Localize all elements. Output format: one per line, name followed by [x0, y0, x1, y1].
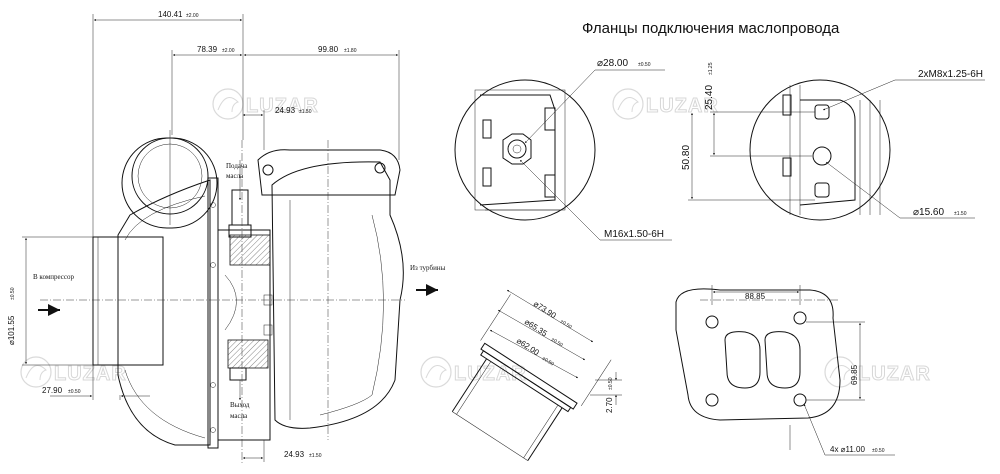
watermark-bottom-mid: LUZAR: [420, 356, 527, 388]
dim-vband-d1: ⌀73.90: [532, 299, 558, 320]
dim-oil-outlet-height-a: 25.40: [704, 85, 715, 110]
dim-oil-outlet-height-b: 50.80: [681, 145, 692, 170]
callout-stud-thread: 2xM8x1.25-6H: [918, 69, 983, 80]
dim-oil-outlet-offset-tol: ±1.50: [309, 453, 322, 459]
dim-turbine-flange-height: 69.85: [850, 364, 859, 385]
dim-vband-lip: 2.70: [605, 397, 614, 413]
detail-turbine-flange: 88.85 69.85 4x ⌀11.00 ±0.50: [675, 285, 895, 456]
oil-outlet-fitting: [229, 367, 247, 381]
watermark-text: LUZAR: [858, 363, 931, 385]
dim-center-to-turbine-tol: ±1.80: [344, 48, 357, 54]
drawing-title: Фланцы подключения маслопровода: [582, 20, 840, 37]
watermark-text: LUZAR: [454, 363, 527, 385]
dim-oil-outlet-offset: 24.93: [284, 450, 305, 459]
dim-oil-inlet-diameter-tol: ±0.50: [638, 62, 651, 68]
compressor-inlet-pipe: [92, 236, 164, 366]
dim-turbine-flange-holes-tol: ±0.50: [872, 448, 885, 454]
hex-nut-icon: [502, 133, 532, 165]
dim-oil-outlet-diameter-tol: ±1.50: [954, 211, 967, 217]
dim-inlet-length-tol: ±0.50: [68, 389, 81, 395]
dim-turbine-flange-width: 88.85: [745, 292, 766, 301]
watermark-bottom-right: LUZAR: [824, 356, 931, 388]
brand-logo-icon: [612, 88, 644, 120]
label-oil-out-line1: Выход: [230, 401, 250, 409]
brand-logo-icon: [420, 356, 452, 388]
dim-oil-outlet-height-a-tol: ±1.25: [708, 62, 714, 75]
dim-oil-inlet-offset: 24.93: [275, 106, 296, 115]
label-from-turbine: Из турбины: [410, 264, 446, 272]
dim-vband-d3: ⌀62.00: [515, 336, 541, 357]
dim-vband-d3-tol: ±0.50: [541, 356, 555, 368]
turbine-flange-outline: [675, 288, 841, 421]
watermark-bottom-left: LUZAR: [20, 356, 127, 388]
dim-oil-inlet-diameter: ⌀28.00: [597, 58, 628, 69]
dim-vband-lip-tol: ±0.50: [608, 377, 614, 390]
detail-oil-inlet: ⌀28.00 ±0.50 M16x1.50-6H: [454, 58, 672, 241]
brand-logo-icon: [212, 88, 244, 120]
dim-vband-d1-tol: ±0.50: [559, 319, 573, 331]
dim-compressor-to-center-tol: ±2.00: [222, 48, 235, 54]
dim-oil-outlet-diameter: ⌀15.60: [913, 207, 944, 218]
turbine-housing: [271, 161, 404, 429]
dim-vband-d2: ⌀65.35: [523, 317, 549, 338]
flow-labels: Подача масла Выход масла В компрессор Из…: [33, 162, 446, 420]
callout-oil-inlet-thread: M16x1.50-6H: [604, 229, 664, 240]
dim-vband-d2-tol: ±0.50: [550, 337, 564, 349]
watermark-text: LUZAR: [646, 95, 719, 117]
label-to-compressor: В компрессор: [33, 273, 75, 281]
turbocharger-side-view: [40, 130, 405, 465]
dim-inlet-diameter-tol: ±0.50: [10, 287, 16, 300]
dim-inlet-length: 27.90: [42, 386, 63, 395]
dim-center-to-turbine: 99.80: [318, 45, 339, 54]
dim-overall-length: 140.41: [158, 10, 183, 19]
label-oil-out-line2: масла: [230, 412, 248, 420]
main-dimension-lines: 140.41 ±2.00 78.39 ±2.00 99.80 ±1.80 24.…: [7, 10, 400, 462]
watermark-text: LUZAR: [246, 95, 319, 117]
center-housing: [217, 229, 271, 441]
watermark-top-right: LUZAR: [612, 88, 719, 120]
dim-compressor-to-center: 78.39: [197, 45, 218, 54]
label-oil-in-line2: масла: [226, 172, 244, 180]
turbine-flange-top: [257, 149, 401, 196]
dim-overall-length-tol: ±2.00: [186, 13, 199, 19]
dim-oil-inlet-offset-tol: ±1.50: [299, 109, 312, 115]
label-oil-in-line1: Подача: [226, 162, 248, 170]
brand-logo-icon: [20, 356, 52, 388]
watermark-text: LUZAR: [54, 363, 127, 385]
dim-inlet-diameter: ⌀101.55: [7, 315, 16, 345]
dim-turbine-flange-holes: 4x ⌀11.00: [830, 445, 865, 454]
detail-oil-outlet: 25.40 ±1.25 50.80 2xM8x1.25-6H ⌀15.60 ±1…: [681, 62, 985, 221]
compressor-housing: [117, 179, 211, 446]
